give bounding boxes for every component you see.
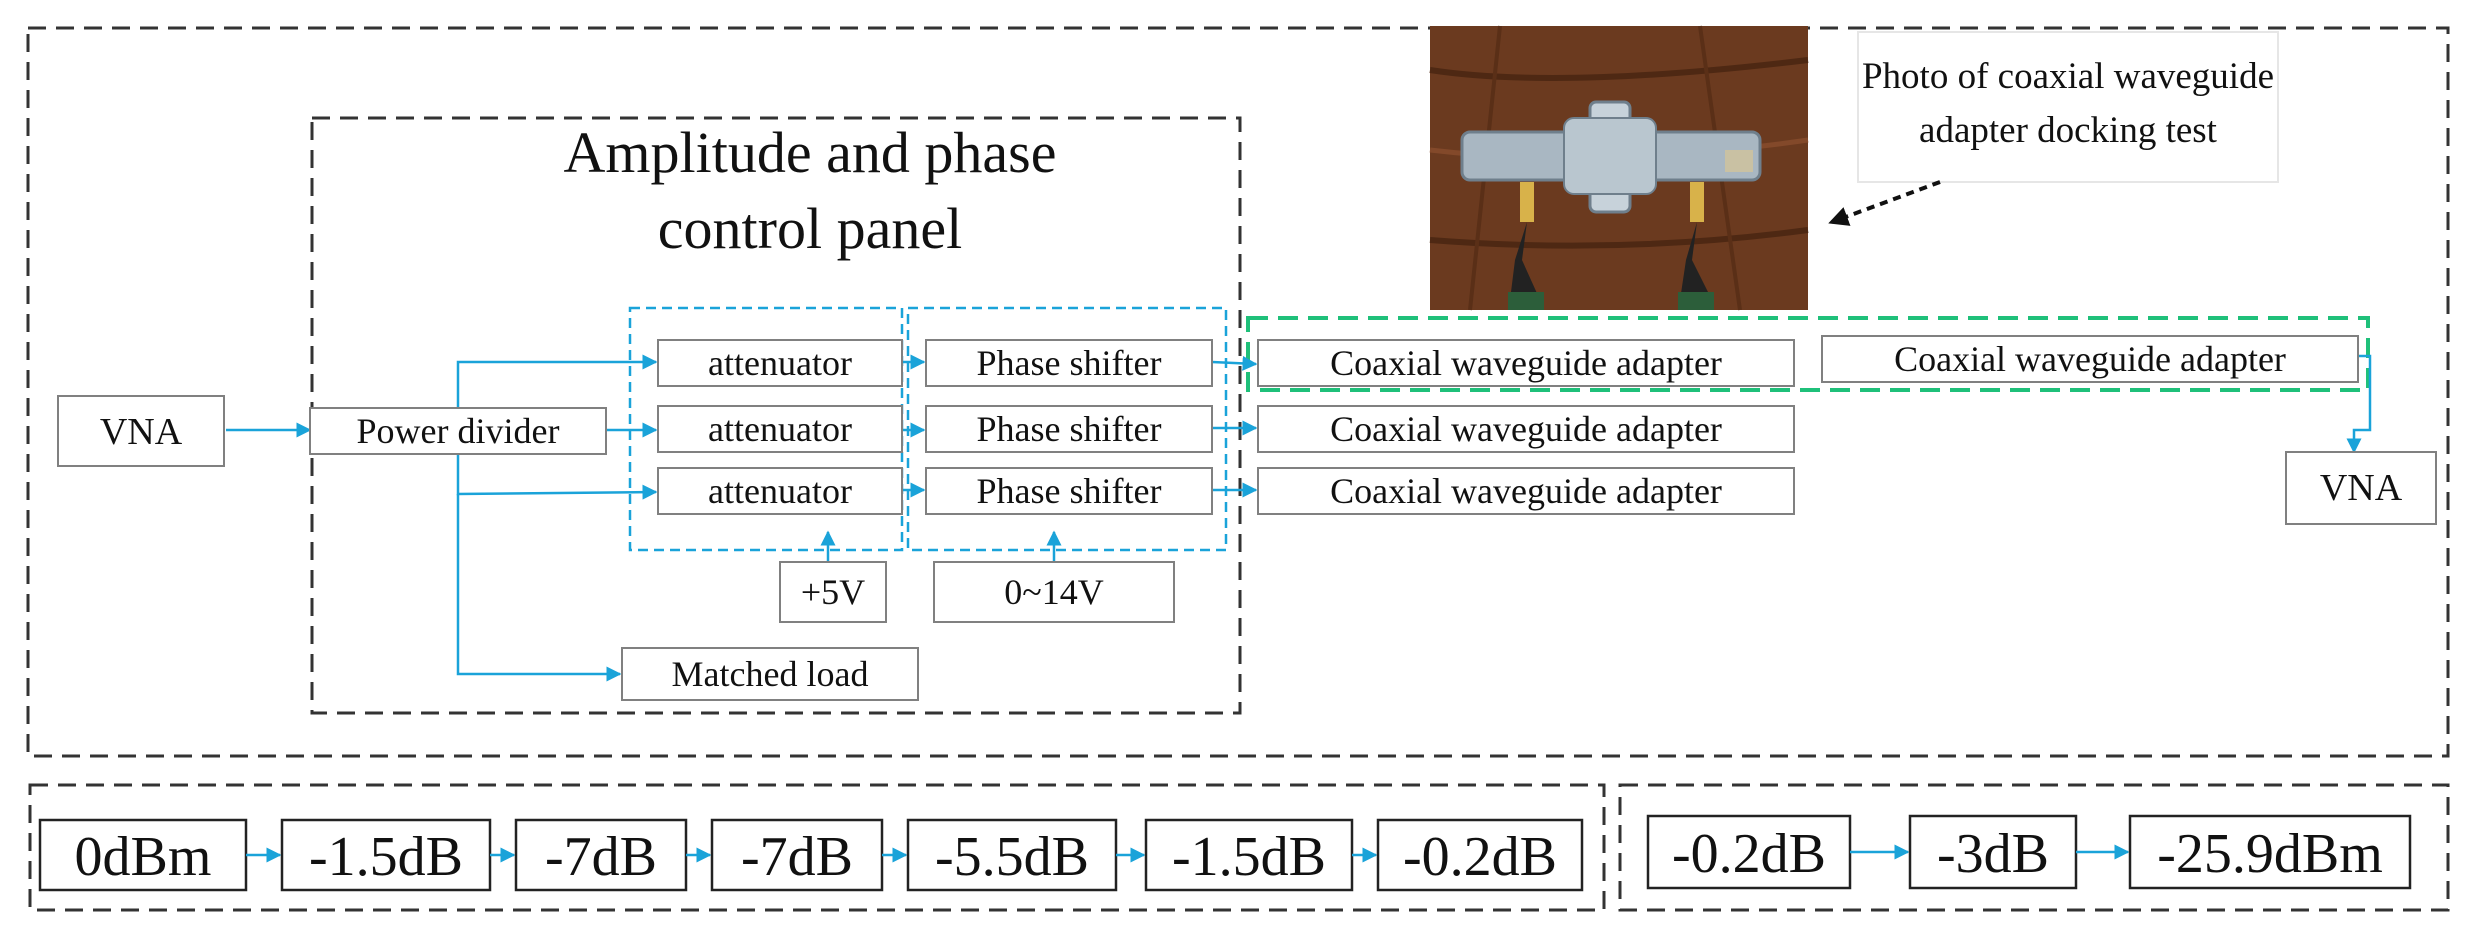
svg-text:Coaxial waveguide adapter: Coaxial waveguide adapter bbox=[1330, 471, 1722, 511]
outer-frame bbox=[26, 26, 2450, 758]
power-level-label: -7dB bbox=[545, 826, 657, 888]
adapter-2: Coaxial waveguide adapter bbox=[1257, 405, 1795, 453]
matched-load-block: Matched load bbox=[621, 647, 919, 701]
svg-text:VNA: VNA bbox=[2320, 467, 2403, 509]
power-level-label: -0.2dB bbox=[1672, 823, 1826, 885]
wires bbox=[226, 354, 2372, 682]
power-level-box: -7dB bbox=[514, 818, 688, 892]
panel-title-line1: Amplitude and phase bbox=[564, 120, 1057, 185]
photo-caption-line1: Photo of coaxial waveguide bbox=[1862, 56, 2274, 97]
attenuator-3: attenuator bbox=[657, 467, 903, 515]
photo-caption-line2: adapter docking test bbox=[1919, 110, 2218, 151]
svg-text:Phase shifter: Phase shifter bbox=[977, 471, 1162, 511]
svg-text:attenuator: attenuator bbox=[708, 343, 852, 383]
photo-caption-box bbox=[1857, 31, 2279, 183]
att-voltage-block: +5V bbox=[779, 561, 887, 623]
svg-text:Coaxial waveguide adapter: Coaxial waveguide adapter bbox=[1330, 343, 1722, 383]
svg-text:Power divider: Power divider bbox=[357, 411, 560, 451]
panel-title-line2: control panel bbox=[658, 196, 962, 261]
power-level-label: -3dB bbox=[1937, 823, 2049, 885]
power-level-label: -5.5dB bbox=[935, 826, 1089, 888]
power-level-label: -7dB bbox=[741, 826, 853, 888]
svg-text:+5V: +5V bbox=[801, 572, 865, 612]
power-level-label: -25.9dBm bbox=[2157, 823, 2383, 885]
power-level-box: -3dB bbox=[1908, 814, 2078, 890]
svg-text:Phase shifter: Phase shifter bbox=[977, 343, 1162, 383]
attenuator-1: attenuator bbox=[657, 339, 903, 387]
power-level-box: -7dB bbox=[710, 818, 884, 892]
svg-text:attenuator: attenuator bbox=[708, 409, 852, 449]
photo-coaxial-adapter-test bbox=[1429, 25, 1809, 311]
phase-shifter-2: Phase shifter bbox=[925, 405, 1213, 453]
power-level-label: 0dBm bbox=[75, 826, 212, 888]
adapter-docked: Coaxial waveguide adapter bbox=[1821, 335, 2359, 383]
attenuator-2: attenuator bbox=[657, 405, 903, 453]
power-level-label: -1.5dB bbox=[309, 826, 463, 888]
power-chain-left: 0dBm -1.5dB -7dB -7dB -5.5dB -1.5dB -0.2dB bbox=[38, 818, 1584, 892]
power-level-box: -1.5dB bbox=[1144, 818, 1354, 892]
vna-output-block: VNA bbox=[2285, 451, 2437, 525]
power-divider-block: Power divider bbox=[309, 407, 607, 455]
ps-voltage-block: 0~14V bbox=[933, 561, 1175, 623]
power-level-label: -0.2dB bbox=[1403, 826, 1557, 888]
power-level-box: -5.5dB bbox=[906, 818, 1118, 892]
adapter-1: Coaxial waveguide adapter bbox=[1257, 339, 1795, 387]
power-level-box: -0.2dB bbox=[1376, 818, 1584, 892]
svg-text:Coaxial waveguide adapter: Coaxial waveguide adapter bbox=[1894, 339, 2286, 379]
chain-left-frame bbox=[28, 783, 1606, 912]
power-level-box: 0dBm bbox=[38, 818, 248, 892]
phase-shifter-1: Phase shifter bbox=[925, 339, 1213, 387]
vna-input-block: VNA bbox=[57, 395, 225, 467]
svg-text:Coaxial waveguide adapter: Coaxial waveguide adapter bbox=[1330, 409, 1722, 449]
power-level-box: -0.2dB bbox=[1646, 814, 1852, 890]
power-level-box: -25.9dBm bbox=[2128, 814, 2412, 890]
svg-text:Matched load: Matched load bbox=[672, 654, 869, 694]
svg-text:attenuator: attenuator bbox=[708, 471, 852, 511]
power-level-box: -1.5dB bbox=[280, 818, 492, 892]
docking-group bbox=[1246, 316, 2370, 392]
phase-shifter-3: Phase shifter bbox=[925, 467, 1213, 515]
power-chain-right: -0.2dB -3dB -25.9dBm bbox=[1646, 814, 2412, 890]
svg-text:Phase shifter: Phase shifter bbox=[977, 409, 1162, 449]
power-level-label: -1.5dB bbox=[1172, 826, 1326, 888]
svg-text:0~14V: 0~14V bbox=[1004, 572, 1103, 612]
adapter-3: Coaxial waveguide adapter bbox=[1257, 467, 1795, 515]
svg-text:VNA: VNA bbox=[100, 411, 183, 453]
caption-pointer-arrow bbox=[1828, 180, 1941, 226]
